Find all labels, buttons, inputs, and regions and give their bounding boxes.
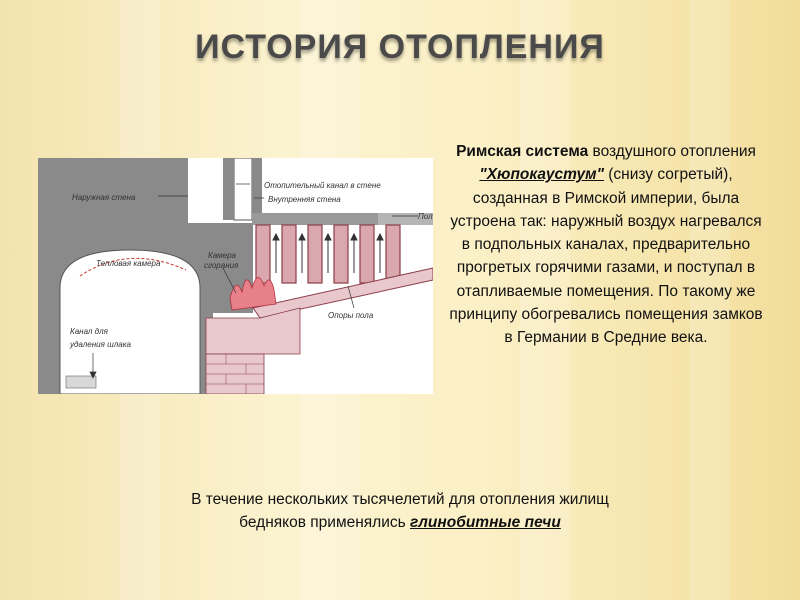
clay-stoves-term: глинобитные печи bbox=[410, 514, 561, 531]
label-floor: Пол bbox=[418, 212, 433, 221]
floor-slab-edge bbox=[378, 213, 433, 225]
label-slag-channel-2: удаления шлака bbox=[69, 340, 131, 349]
description-text-2: (снизу согретый), созданная в Римской им… bbox=[449, 166, 763, 347]
footer-line-1: В течение нескольких тысячелетий для ото… bbox=[191, 491, 609, 508]
brick-lines bbox=[206, 354, 264, 394]
slag-channel-bricks bbox=[65, 375, 97, 389]
hypocaust-diagram: Наружная стена Отопительный канал в стен… bbox=[38, 158, 433, 394]
hypocaust-term: "Хюпокаустум" bbox=[479, 166, 604, 184]
wall-segment bbox=[223, 158, 234, 220]
heat-chamber-shape bbox=[59, 249, 201, 394]
fire-icon bbox=[229, 277, 277, 311]
background-stripe bbox=[520, 0, 570, 600]
slide-title: ИСТОРИЯ ОТОПЛЕНИЯ bbox=[195, 28, 605, 66]
hypocaust-diagram-svg: Наружная стена Отопительный канал в стен… bbox=[38, 158, 433, 394]
label-heating-channel: Отопительный канал в стене bbox=[264, 181, 381, 190]
sloped-floor bbox=[252, 267, 433, 319]
footer-line-2: бедняков применялись глинобитные печи bbox=[80, 511, 720, 534]
footer-line-2-prefix: бедняков применялись bbox=[239, 514, 411, 531]
label-floor-supports: Опоры пола bbox=[328, 311, 374, 320]
airflow-arrows bbox=[272, 232, 384, 273]
brick-base bbox=[205, 307, 301, 355]
pointer-lines bbox=[89, 183, 418, 379]
label-inner-wall: Внутренняя стена bbox=[268, 195, 341, 204]
label-combustion-chamber-1: Камера bbox=[208, 251, 237, 260]
inner-wall-segment bbox=[252, 158, 262, 213]
description-text-1: воздушного отопления bbox=[588, 143, 756, 160]
description-paragraph: Римская система воздушного отопления "Хю… bbox=[448, 140, 764, 350]
label-slag-channel-1: Канал для bbox=[70, 327, 109, 336]
heat-chamber-outline bbox=[79, 257, 187, 277]
label-combustion-chamber-2: сгорания bbox=[204, 261, 239, 270]
label-heat-chamber: Тепловая камера bbox=[96, 259, 161, 268]
floor-supports bbox=[255, 224, 401, 284]
wall-heating-channel bbox=[233, 158, 253, 221]
label-outer-wall: Наружная стена bbox=[72, 193, 136, 202]
footer-text: В течение нескольких тысячелетий для ото… bbox=[80, 488, 720, 534]
background-stripe bbox=[690, 0, 730, 600]
description-intro: Римская система bbox=[456, 143, 589, 160]
